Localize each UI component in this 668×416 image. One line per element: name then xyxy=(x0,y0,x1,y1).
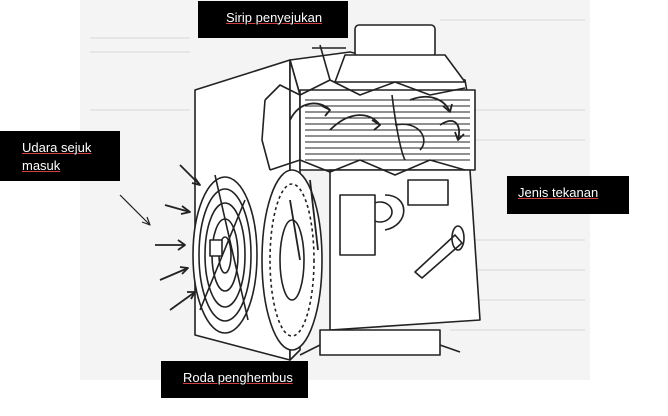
cooling-fins xyxy=(305,99,470,161)
head-cover xyxy=(312,24,466,83)
label-pressure-type: Jenis tekanan xyxy=(507,176,629,214)
leader-line xyxy=(119,194,151,226)
label-cool-air-intake: Udara sejuk masuk xyxy=(0,131,120,181)
cutaway-edges xyxy=(261,79,466,176)
fan-guard xyxy=(192,174,258,334)
blower-wheel xyxy=(261,169,323,351)
airflow-arrows xyxy=(155,95,465,311)
label-cooling-fins: Sirip penyejukan xyxy=(198,1,348,38)
label-blower-wheel: Roda penghembus xyxy=(161,361,308,398)
background-text-lines xyxy=(90,19,585,331)
engine-details xyxy=(339,94,465,279)
